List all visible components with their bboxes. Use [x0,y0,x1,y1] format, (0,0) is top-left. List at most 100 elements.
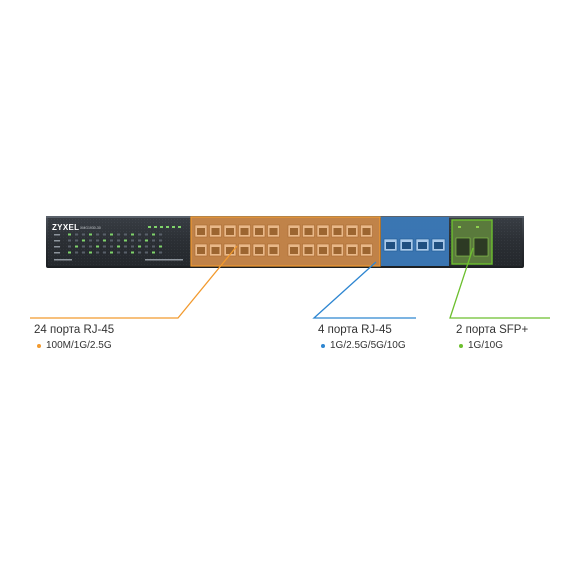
status-led [68,251,71,254]
status-led [89,233,92,236]
status-led [110,251,113,254]
status-led [96,245,99,248]
status-led [152,245,155,248]
status-led [82,233,85,236]
status-led [82,239,85,242]
rj45-port-socket [240,247,249,254]
status-led [89,251,92,254]
status-led [131,245,134,248]
rj45-4-speed: 1G/2.5G/5G/10G [330,340,406,351]
status-led [68,239,71,242]
status-led [124,239,127,242]
status-led [131,233,134,236]
status-led [103,245,106,248]
callout-line-rj45-24 [30,245,238,319]
callout-rj45-24: 24 порта RJ-45 100M/1G/2.5G [34,323,114,352]
status-led [178,226,181,228]
rj45-port-socket [319,228,327,235]
status-led [145,239,148,242]
callout-line-sfp [449,247,550,319]
rj45-port-socket [269,247,278,254]
status-led [124,245,127,248]
status-led [145,245,148,248]
status-led [110,233,113,236]
rj45-4-title: 4 порта RJ-45 [318,324,392,336]
rj45-port-socket [290,228,298,235]
rj45-port-socket [290,247,298,254]
status-led [138,239,141,242]
status-led [131,251,134,254]
rj45-port-socket [362,247,371,254]
status-led [152,239,155,242]
status-led [117,239,120,242]
status-led [82,251,85,254]
status-led [89,239,92,242]
status-led [138,245,141,248]
sfp-speed: 1G/10G [468,340,504,351]
status-led [154,226,157,228]
status-led [68,245,71,248]
rj45-port-socket [197,228,205,235]
rj45-10g-port-socket [434,242,443,249]
brand-logo: ZYXEL [52,223,79,232]
status-led [103,239,106,242]
status-led [82,245,85,248]
led-label-mark [54,234,60,236]
sfp-title: 2 порта SFP+ [456,324,529,336]
status-led [110,239,113,242]
rj45-port-socket [362,228,371,235]
status-led [124,251,127,254]
green-bullet-dot [459,343,463,348]
rj45-24-port-block [190,216,381,267]
status-led [103,233,106,236]
status-led [159,245,162,248]
rj45-port-socket [226,247,234,254]
status-led [131,239,134,242]
blue-bullet-dot [321,343,325,348]
rj45-10g-port-socket [402,242,411,249]
rj45-port-socket [211,228,220,235]
callout-rj45-4: 4 порта RJ-45 1G/2.5G/5G/10G [318,323,406,352]
status-led [89,245,92,248]
status-led [103,251,106,254]
status-led [117,251,120,254]
rj45-port-socket [333,247,342,254]
status-led [145,233,148,236]
status-led [117,245,120,248]
led-label-mark [54,252,60,254]
rj45-port-socket [269,228,278,235]
status-led [75,245,78,248]
status-led [117,233,120,236]
status-led [75,251,78,254]
status-led [166,226,169,228]
status-led [172,226,175,228]
status-led [96,233,99,236]
status-led [152,251,155,254]
status-led [110,245,113,248]
rj45-24-title: 24 порта RJ-45 [34,324,115,336]
rj45-port-socket [226,228,234,235]
status-led [96,239,99,242]
rj45-port-socket [348,228,356,235]
status-led [159,251,162,254]
status-led [124,233,127,236]
rj45-10g-port-socket [418,242,427,249]
status-led [145,251,148,254]
rj45-port-socket [348,247,356,254]
rj45-port-socket [304,247,313,254]
status-led [138,251,141,254]
model-label: XMG1930-30 [80,226,101,230]
status-led [159,233,162,236]
led-label-mark [54,240,60,242]
rj45-10g-port-socket [386,242,395,249]
rj45-port-socket [333,228,342,235]
rj45-4-port-block [381,217,449,266]
status-led [68,233,71,236]
rj45-port-socket [255,228,263,235]
status-led [138,233,141,236]
rj45-24-speed: 100M/1G/2.5G [46,340,112,351]
rj45-port-socket [255,247,263,254]
led-panel [54,226,183,261]
callout-line-rj45-4 [312,261,416,319]
status-led [148,226,151,228]
